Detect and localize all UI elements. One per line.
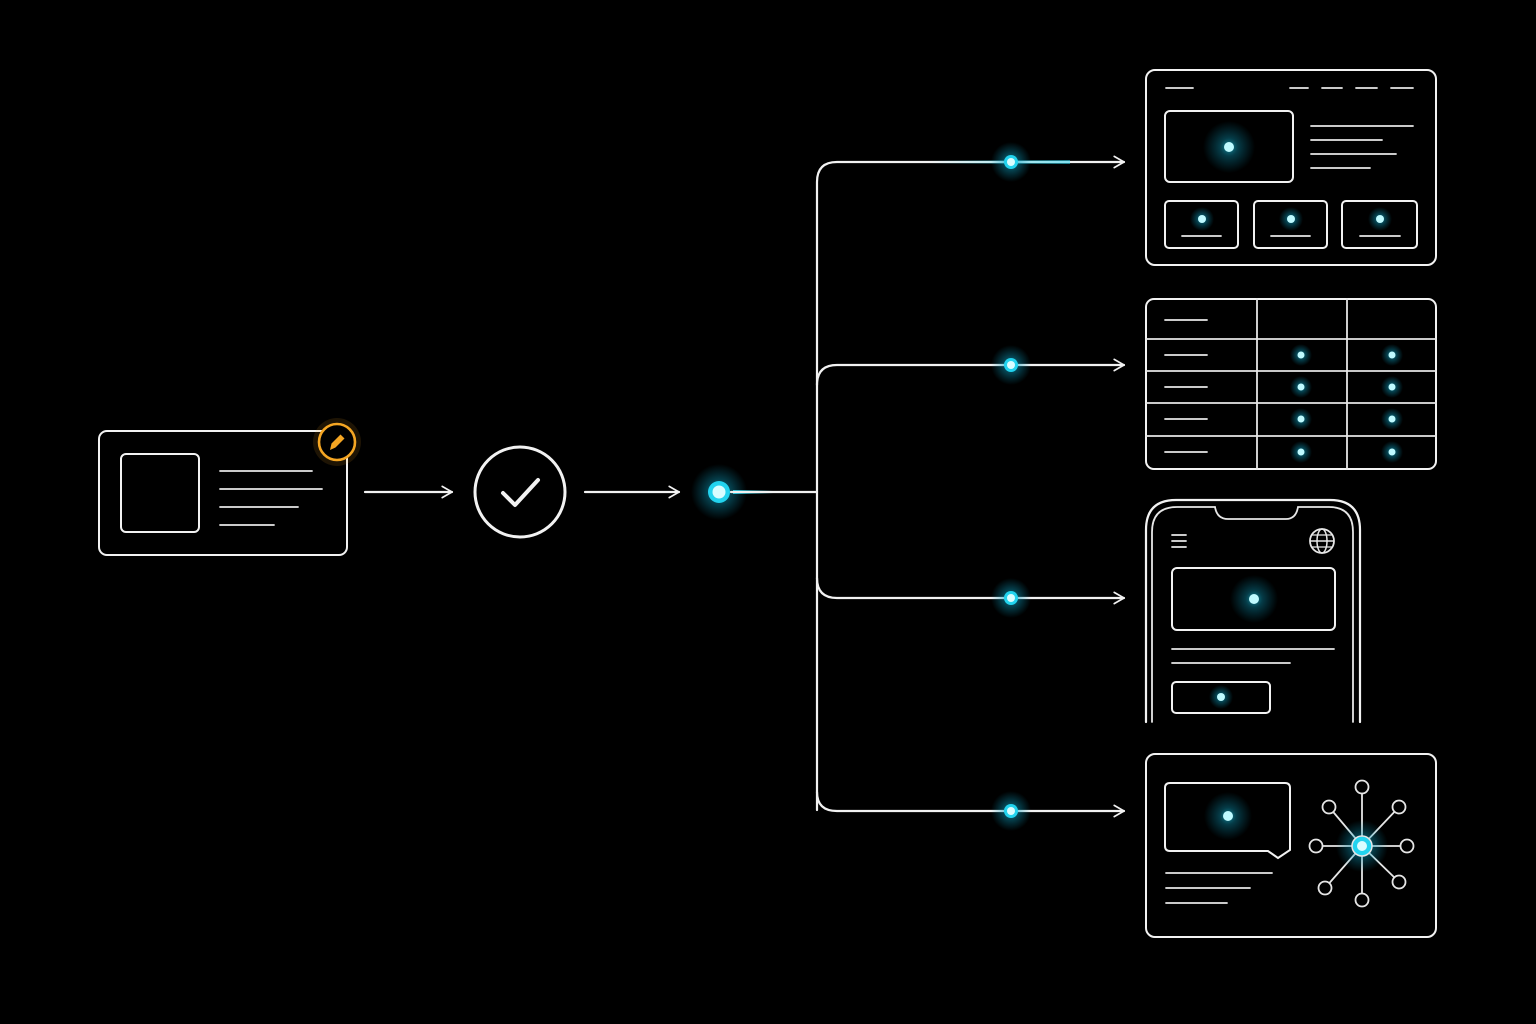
website-layout-icon — [1145, 69, 1437, 266]
branch-glow-dots — [930, 142, 1070, 831]
menu-icon — [1171, 534, 1187, 548]
chat-bubble-icon — [1164, 782, 1291, 860]
mobile-app-icon — [1144, 498, 1362, 724]
globe-icon — [1309, 528, 1335, 554]
chat-network-icon — [1145, 753, 1437, 938]
network-hub-icon — [1308, 779, 1415, 908]
branch-lines — [815, 155, 1126, 818]
source-card — [98, 430, 348, 556]
data-table-icon — [1145, 298, 1437, 470]
checkmark-icon — [473, 445, 567, 539]
image-placeholder-icon — [120, 453, 200, 533]
edit-pencil-icon — [313, 418, 361, 466]
